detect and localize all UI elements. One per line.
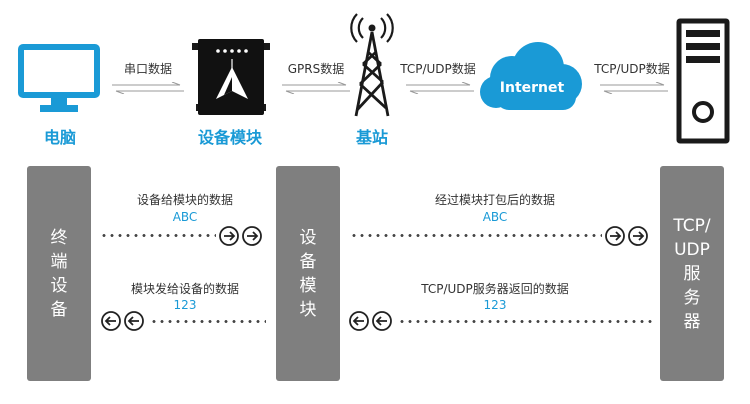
pc-label: 电脑 xyxy=(43,128,76,147)
bidirectional-arrow-icon xyxy=(406,82,474,94)
flow4-dotted-line xyxy=(398,320,652,323)
left-arrow-icon xyxy=(349,311,392,331)
link-gprs-label: GPRS数据 xyxy=(287,62,345,76)
bidirectional-arrow-icon xyxy=(282,82,350,94)
cell-tower-icon xyxy=(350,13,394,117)
device-module-bar: 设 备 模 块 xyxy=(276,166,340,381)
server-tower-icon xyxy=(676,18,730,144)
server-line-1: TCP/ xyxy=(673,215,711,236)
flow3-dotted-line xyxy=(150,320,266,323)
terminal-line-2: 端 xyxy=(50,251,68,272)
link-serial-label: 串口数据 xyxy=(123,62,172,76)
flow1-dotted-line xyxy=(100,234,216,237)
terminal-line-4: 备 xyxy=(50,299,68,320)
flow1-value: ABC xyxy=(172,210,198,224)
flow4-title: TCP/UDP服务器返回的数据 xyxy=(421,282,569,296)
server-line-5: 器 xyxy=(683,311,701,332)
server-line-2: UDP xyxy=(674,239,710,260)
flow2-dotted-line xyxy=(350,234,602,237)
right-arrow-icon xyxy=(605,226,648,246)
right-arrow-icon xyxy=(219,226,262,246)
bidirectional-arrow-icon xyxy=(600,82,668,94)
flow2-title: 经过模块打包后的数据 xyxy=(434,193,555,207)
left-arrow-icon xyxy=(101,311,144,331)
internet-label: Internet xyxy=(499,80,565,96)
link-tcpudp-label-1: TCP/UDP数据 xyxy=(400,62,476,76)
cloud-icon xyxy=(480,42,582,110)
monitor-icon xyxy=(18,44,100,112)
server-line-4: 务 xyxy=(683,287,701,308)
module-line-4: 块 xyxy=(299,299,317,320)
server-bar: TCP/ UDP 服 务 器 xyxy=(660,166,724,381)
station-label: 基站 xyxy=(355,128,388,147)
flow3-title: 模块发给设备的数据 xyxy=(130,282,239,296)
link-tcpudp-label-2: TCP/UDP数据 xyxy=(594,62,670,76)
terminal-line-1: 终 xyxy=(50,227,68,248)
terminal-line-3: 设 xyxy=(50,275,68,296)
device-label: 设备模块 xyxy=(197,128,262,147)
flow4-value: 123 xyxy=(483,298,507,312)
flow1-title: 设备给模块的数据 xyxy=(136,193,233,207)
bidirectional-arrow-icon xyxy=(112,82,184,94)
module-line-2: 备 xyxy=(299,251,317,272)
dtu-module-icon xyxy=(192,39,270,115)
terminal-device-bar: 终 端 设 备 xyxy=(27,166,91,381)
server-line-3: 服 xyxy=(683,263,701,284)
flow3-value: 123 xyxy=(173,298,197,312)
module-line-1: 设 xyxy=(299,227,317,248)
module-line-3: 模 xyxy=(299,275,317,296)
flow2-value: ABC xyxy=(482,210,508,224)
